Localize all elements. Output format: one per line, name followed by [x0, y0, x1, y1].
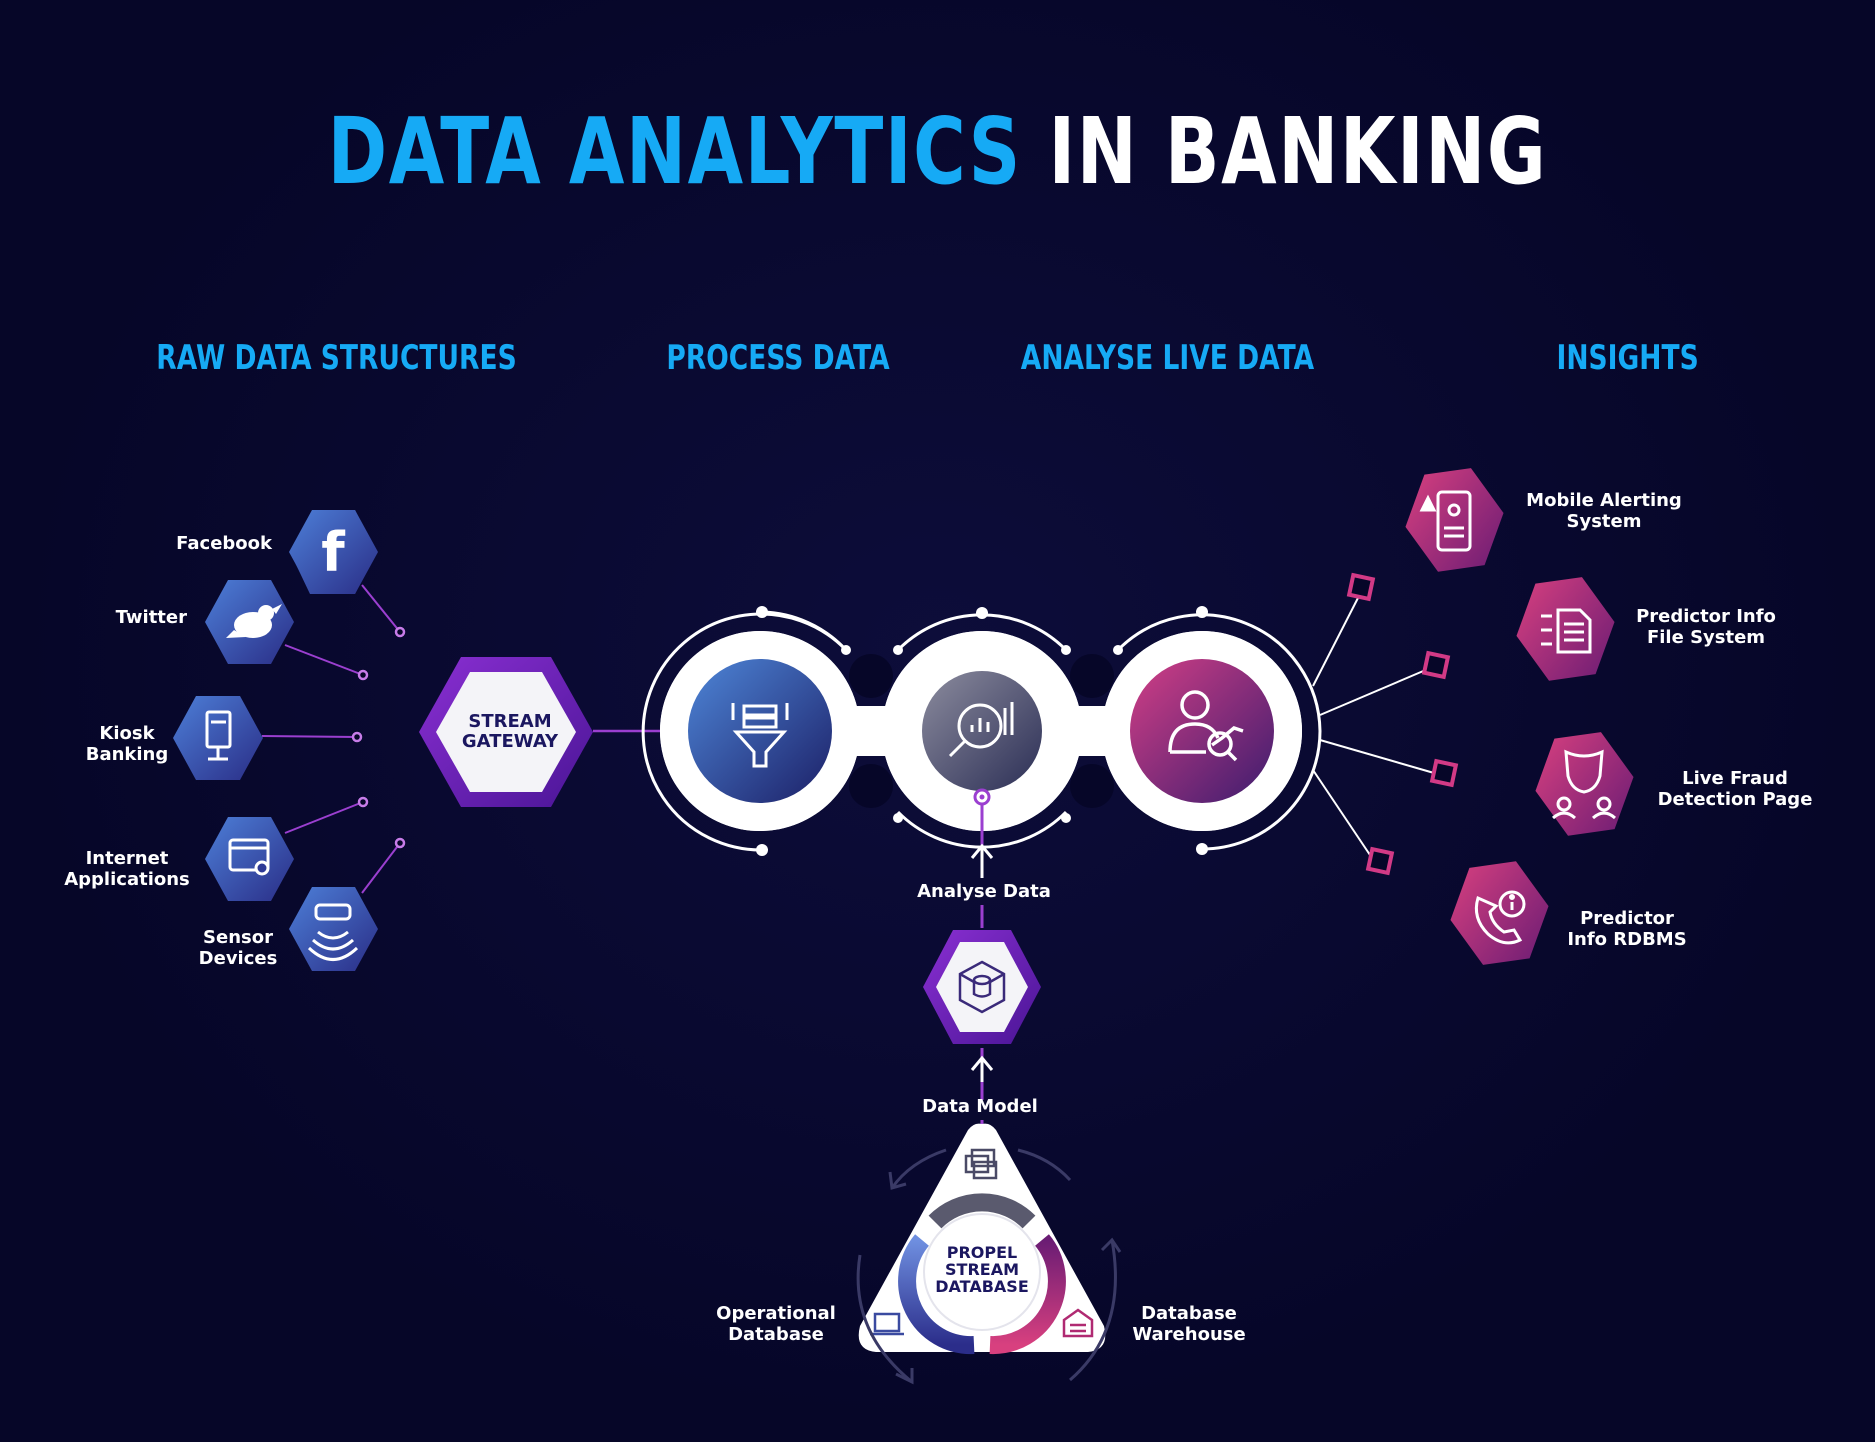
insight-hex-fraud[interactable] — [1529, 729, 1641, 840]
section-process-data: PROCESS DATA — [666, 338, 890, 378]
source-hex-kiosk[interactable] — [173, 696, 263, 780]
laptop-database-icon — [870, 1312, 904, 1336]
source-label-kiosk: Kiosk Banking — [85, 723, 169, 765]
process-data-circle[interactable] — [688, 659, 832, 803]
title-highlight: DATA ANALYTICS — [327, 98, 1022, 205]
warehouse-icon — [1062, 1308, 1094, 1338]
database-network-icon — [958, 960, 1006, 1014]
source-connectors — [261, 584, 401, 894]
propel-stream-database-label: PROPEL STREAM DATABASE — [935, 1243, 1029, 1296]
database-triangle — [858, 1123, 1106, 1355]
source-label-internet: Internet Applications — [64, 848, 190, 890]
fraud-mask-icon — [1551, 749, 1617, 820]
source-hex-internet[interactable] — [205, 817, 294, 901]
insight-label-mobile-alerting: Mobile Alerting System — [1526, 490, 1682, 532]
data-model-label: Data Model — [922, 1096, 1038, 1117]
source-hex-twitter[interactable] — [205, 580, 294, 664]
insight-hex-mobile-alert[interactable] — [1399, 465, 1511, 576]
insight-endpoints — [1346, 572, 1459, 876]
cycle-arrows — [856, 1148, 1117, 1384]
source-label-facebook: Facebook — [176, 533, 272, 554]
source-label-twitter: Twitter — [115, 607, 187, 628]
analyse-data-label: Analyse Data — [917, 881, 1051, 902]
person-analysis-icon — [1168, 690, 1244, 762]
twitter-icon — [226, 604, 282, 638]
analyse-live-circle[interactable] — [1130, 659, 1274, 803]
phone-info-icon — [1474, 890, 1526, 945]
insight-hex-rdbms[interactable] — [1444, 858, 1556, 969]
source-label-sensor: Sensor Devices — [198, 927, 278, 969]
insight-label-predictor-file: Predictor Info File System — [1636, 606, 1776, 648]
magnifier-chart-icon — [948, 702, 1014, 758]
operational-database-label: Operational Database — [716, 1303, 836, 1345]
stream-gateway-label: STREAM GATEWAY — [461, 711, 559, 752]
web-settings-icon — [228, 838, 270, 876]
source-endpoints — [351, 626, 406, 849]
title-rest: IN BANKING — [1048, 98, 1548, 205]
kiosk-icon — [205, 710, 232, 761]
mobile-alert-icon — [1419, 490, 1472, 552]
source-hex-facebook[interactable]: f — [289, 510, 378, 594]
insight-label-predictor-rdbms: Predictor Info RDBMS — [1567, 908, 1687, 950]
source-hex-sensor[interactable] — [289, 887, 378, 971]
file-stack-icon — [964, 1148, 998, 1180]
insight-label-live-fraud: Live Fraud Detection Page — [1657, 768, 1813, 810]
facebook-icon: f — [321, 521, 345, 584]
page-title: DATA ANALYTICS IN BANKING — [206, 98, 1669, 205]
file-system-icon — [1541, 608, 1592, 654]
insight-hex-file-system[interactable] — [1510, 574, 1622, 685]
sensor-icon — [307, 903, 359, 961]
insight-connectors — [1312, 593, 1435, 856]
database-warehouse-label: Database Warehouse — [1132, 1303, 1246, 1345]
stream-gateway-hex[interactable] — [419, 657, 593, 807]
server-funnel-icon — [731, 703, 789, 768]
analyse-circle[interactable] — [922, 671, 1042, 791]
data-model-hex[interactable] — [923, 930, 1041, 1044]
